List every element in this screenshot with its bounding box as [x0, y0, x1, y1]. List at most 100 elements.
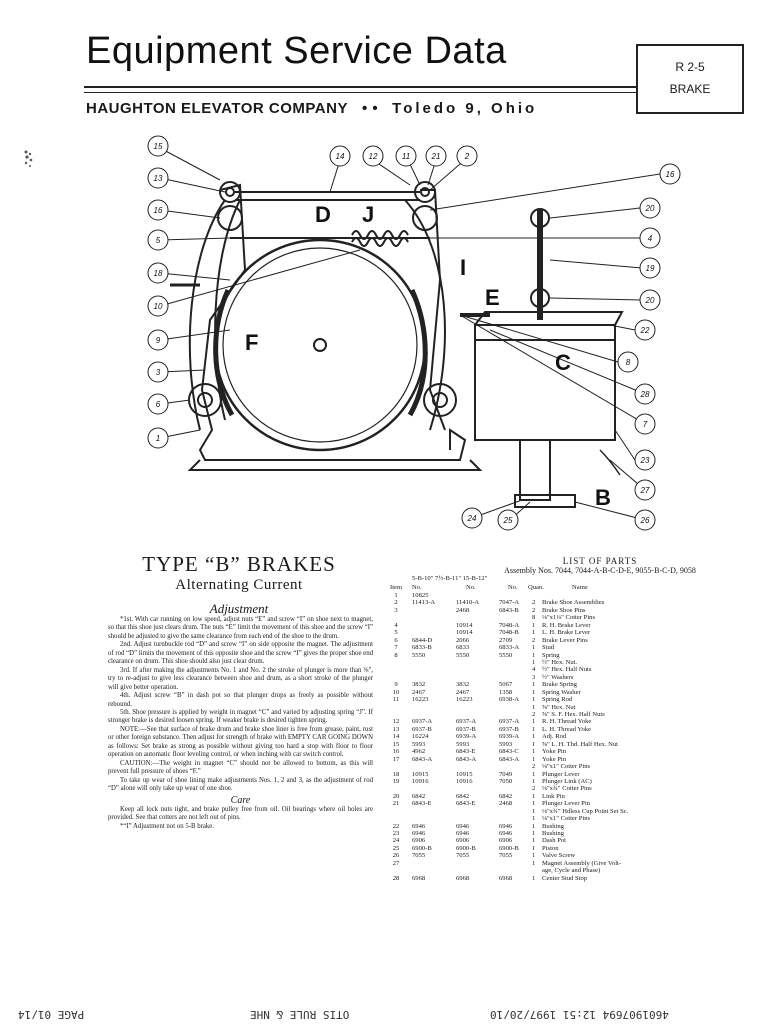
part-quantity: 1 — [532, 755, 536, 763]
part-no-a: 6937-A — [412, 718, 433, 726]
part-no-b: 10914 — [456, 629, 473, 637]
part-item: 14 — [392, 733, 400, 741]
part-quantity: 1 — [532, 733, 536, 741]
callout-number: 4 — [648, 234, 653, 243]
company-city: Toledo 9, Ohio — [392, 100, 538, 117]
diagram-letter: I — [460, 255, 466, 280]
part-name: ⅝" L. H. Thd. Half Hex. Nut — [542, 740, 619, 748]
callout-number: 18 — [154, 269, 163, 278]
part-no-c: 6842 — [499, 792, 513, 800]
part-no-a: 6968 — [412, 874, 426, 882]
part-quantity: 1 — [532, 874, 536, 882]
ref-name: BRAKE — [669, 82, 711, 96]
callout-number: 21 — [431, 152, 441, 161]
adjustment-wear: To take up wear of shoe lining make adju… — [108, 776, 373, 793]
callout-number: 11 — [402, 152, 410, 161]
part-name: ⅛"x¾" Hdless Cup Point Set Sc. — [542, 807, 629, 815]
part-quantity: 2 — [532, 599, 536, 607]
part-no-b: 5550 — [456, 651, 470, 659]
section-subtitle: Alternating Current — [175, 577, 303, 593]
part-item: 27 — [392, 859, 400, 867]
diagram-letter: J — [362, 202, 374, 227]
part-item: 3 — [394, 606, 398, 614]
fax-footer-left: PAGE 01/14 — [18, 1008, 85, 1021]
part-no-a: 6946 — [412, 830, 426, 837]
part-no-a: 16223 — [412, 696, 429, 704]
part-no-a: 6843-A — [412, 755, 433, 763]
part-no-c: 7048-B — [499, 629, 519, 637]
adjustment-step-4: 4th. Adjust screw “B” in dash pot so tha… — [108, 692, 373, 708]
part-no-c: 2709 — [499, 636, 513, 644]
part-no-c: 7055 — [499, 852, 513, 860]
part-no-b: 16223 — [456, 696, 473, 704]
company-line: HAUGHTON ELEVATOR COMPANY• •Toledo 9, Oh… — [86, 100, 537, 117]
part-no-c: 6900-B — [499, 844, 519, 852]
part-name: Piston — [542, 844, 559, 852]
part-quantity: 1 — [532, 792, 536, 800]
part-quantity: 1 — [532, 644, 536, 652]
part-name: Dash Pot — [542, 837, 566, 845]
footnote: *“I” Adjustment not on 5-B brake. — [120, 822, 215, 830]
part-name: Plunger Lever Pin — [542, 800, 590, 808]
part-name: Stud — [542, 644, 555, 652]
fax-footer-mid: OTIS RULE & NHE — [250, 1008, 350, 1021]
fax-footer-right: 4601907694 12:51 1997/20/10 — [490, 1008, 669, 1021]
part-no-a: 6843-E — [412, 800, 432, 808]
part-no-a: 6844-D — [412, 636, 433, 644]
part-item: 18 — [392, 770, 400, 778]
part-quantity: 3 — [532, 673, 536, 681]
column-item: Item — [390, 584, 403, 591]
part-name: ⅛"x¾" Cotter Pins — [542, 785, 592, 793]
part-name: ½" Hex. Half Nuts — [542, 666, 592, 674]
diagram-letter: E — [485, 285, 500, 310]
part-name: age, Cycle and Phase) — [542, 867, 601, 875]
separator-dots: • • — [361, 100, 379, 117]
callout-number: 2 — [464, 152, 470, 161]
part-item: 17 — [392, 755, 400, 763]
part-quantity: 1 — [532, 859, 536, 867]
part-quantity: 1 — [532, 688, 536, 696]
part-no-b: 6843-E — [456, 800, 476, 808]
adjustment-step-1: *1st. With car running on low speed, adj… — [108, 616, 373, 640]
column-no-b: No. — [466, 584, 476, 591]
part-name: Spring Washer — [542, 688, 581, 696]
part-quantity: 1 — [532, 718, 536, 726]
part-no-b: 11410-A — [456, 599, 480, 607]
callout-number: 12 — [369, 152, 378, 161]
part-item: 20 — [392, 792, 400, 800]
part-no-b: 10914 — [456, 621, 473, 629]
page-title: Equipment Service Data — [86, 30, 507, 72]
column-name: Name — [572, 584, 588, 591]
column-sizes: 5-B-10" 7½-B-11" 15-B-12" — [412, 575, 488, 582]
diagram-letter: F — [245, 330, 258, 355]
part-name: Brake Shoe Assemblies — [542, 599, 605, 607]
part-no-b: 6833 — [456, 644, 470, 652]
callout-number: 22 — [640, 326, 650, 335]
column-quan: Quan. — [528, 584, 544, 591]
adjustment-note: NOTE:—See that surface of brake drum and… — [108, 725, 373, 759]
part-name: L. H. Brake Lever — [542, 629, 591, 637]
part-no-b: 6937-B — [456, 725, 476, 733]
part-quantity: 1 — [532, 629, 536, 637]
care-heading: Care — [230, 794, 251, 806]
part-no-c: 7050 — [499, 777, 513, 785]
part-quantity: 2 — [532, 763, 536, 771]
part-quantity: 1 — [532, 658, 536, 666]
adjustment-heading: Adjustment — [209, 601, 269, 616]
part-no-c: 7049 — [499, 770, 513, 778]
part-no-b: 6939-A — [456, 733, 477, 741]
care-text: Keep all lock nuts tight, and brake pull… — [108, 805, 373, 822]
part-no-c: 6938-A — [499, 696, 520, 704]
